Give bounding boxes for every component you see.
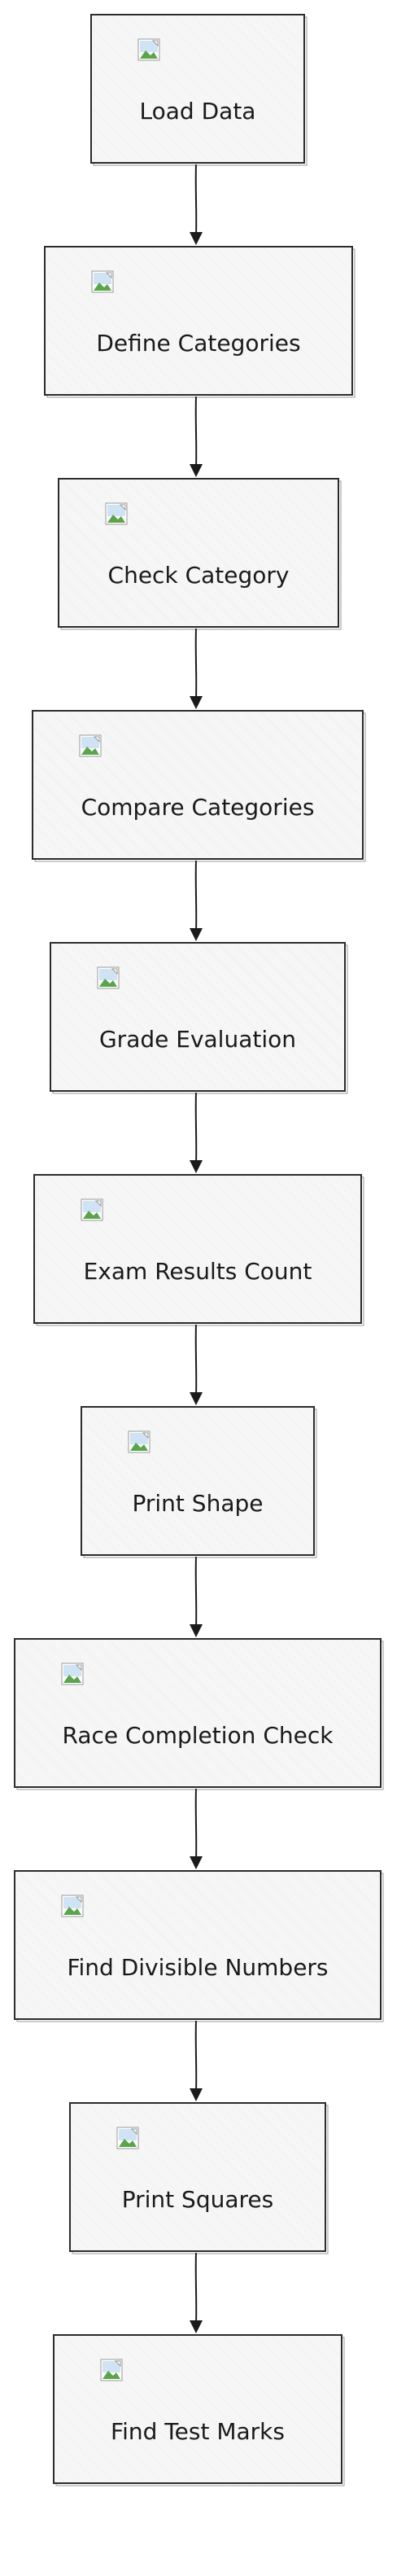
node-label: Find Divisible Numbers — [67, 1954, 328, 1981]
node-race-completion-check: Race Completion Check — [14, 1638, 384, 1790]
edge-line — [194, 1092, 198, 1164]
node-label: Print Squares — [122, 2186, 273, 2213]
node-hatch — [16, 1873, 379, 2017]
edge-find-divisible-numbers-to-print-squares — [190, 2020, 203, 2101]
broken-image-icon — [61, 1895, 84, 1917]
edge-line — [194, 1324, 198, 1396]
node-label: Check Category — [108, 562, 290, 589]
node-label: Compare Categories — [81, 794, 315, 821]
edge-line — [194, 860, 198, 932]
broken-image-icon — [61, 1663, 84, 1685]
node-load-data: Load Data — [90, 14, 308, 166]
node-print-shape: Print Shape — [81, 1406, 317, 1558]
arrowhead-icon — [190, 1624, 203, 1637]
node-grade-evaluation: Grade Evaluation — [50, 942, 348, 1094]
arrowhead-icon — [190, 2088, 203, 2101]
edge-check-category-to-compare-categories — [190, 628, 203, 709]
edge-exam-results-count-to-print-shape — [190, 1324, 203, 1405]
broken-image-icon — [105, 502, 128, 525]
node-print-squares: Print Squares — [69, 2102, 329, 2254]
arrowhead-icon — [190, 1856, 203, 1869]
node-hatch — [36, 1176, 360, 1321]
edge-race-completion-check-to-find-divisible-numbers — [190, 1788, 203, 1869]
node-find-test-marks: Find Test Marks — [53, 2334, 345, 2486]
node-hatch — [16, 1641, 379, 1785]
edge-line — [194, 1788, 198, 1860]
broken-image-icon — [137, 38, 160, 61]
edge-print-squares-to-find-test-marks — [190, 2252, 203, 2333]
node-hatch — [93, 16, 303, 161]
node-hatch — [46, 248, 351, 393]
broken-image-icon — [81, 1198, 103, 1221]
broken-image-icon — [116, 2127, 139, 2149]
node-check-category: Check Category — [58, 478, 342, 630]
broken-image-icon — [100, 2359, 123, 2381]
edge-line — [194, 2020, 198, 2092]
node-label: Define Categories — [96, 330, 300, 357]
broken-image-icon — [97, 966, 120, 989]
node-label: Find Test Marks — [111, 2418, 285, 2445]
edge-line — [194, 396, 198, 468]
node-hatch — [83, 1408, 312, 1553]
node-exam-results-count: Exam Results Count — [33, 1174, 364, 1326]
broken-image-icon — [91, 270, 114, 293]
node-hatch — [34, 712, 361, 857]
edge-grade-evaluation-to-exam-results-count — [190, 1092, 203, 1173]
node-hatch — [52, 944, 343, 1089]
edge-define-categories-to-check-category — [190, 396, 203, 477]
arrowhead-icon — [190, 696, 203, 709]
edge-line — [194, 164, 198, 236]
node-label: Print Shape — [133, 1490, 264, 1517]
node-hatch — [55, 2337, 340, 2482]
arrowhead-icon — [190, 464, 203, 477]
node-hatch — [72, 2105, 324, 2250]
node-define-categories: Define Categories — [44, 246, 355, 398]
node-hatch — [60, 480, 337, 625]
node-label: Load Data — [140, 98, 256, 125]
edge-line — [194, 2252, 198, 2324]
node-label: Exam Results Count — [84, 1258, 312, 1285]
edge-load-data-to-define-categories — [190, 164, 203, 245]
edge-line — [194, 1556, 198, 1628]
edge-compare-categories-to-grade-evaluation — [190, 860, 203, 941]
arrowhead-icon — [190, 232, 203, 245]
edge-line — [194, 628, 198, 700]
arrowhead-icon — [190, 1392, 203, 1405]
broken-image-icon — [128, 1430, 150, 1453]
arrowhead-icon — [190, 928, 203, 941]
edge-print-shape-to-race-completion-check — [190, 1556, 203, 1637]
node-label: Race Completion Check — [63, 1722, 334, 1749]
node-find-divisible-numbers: Find Divisible Numbers — [14, 1870, 384, 2022]
node-label: Grade Evaluation — [99, 1026, 296, 1053]
arrowhead-icon — [190, 2320, 203, 2333]
arrowhead-icon — [190, 1160, 203, 1173]
broken-image-icon — [79, 734, 102, 757]
node-compare-categories: Compare Categories — [32, 710, 366, 862]
edges-layer — [190, 164, 203, 2333]
